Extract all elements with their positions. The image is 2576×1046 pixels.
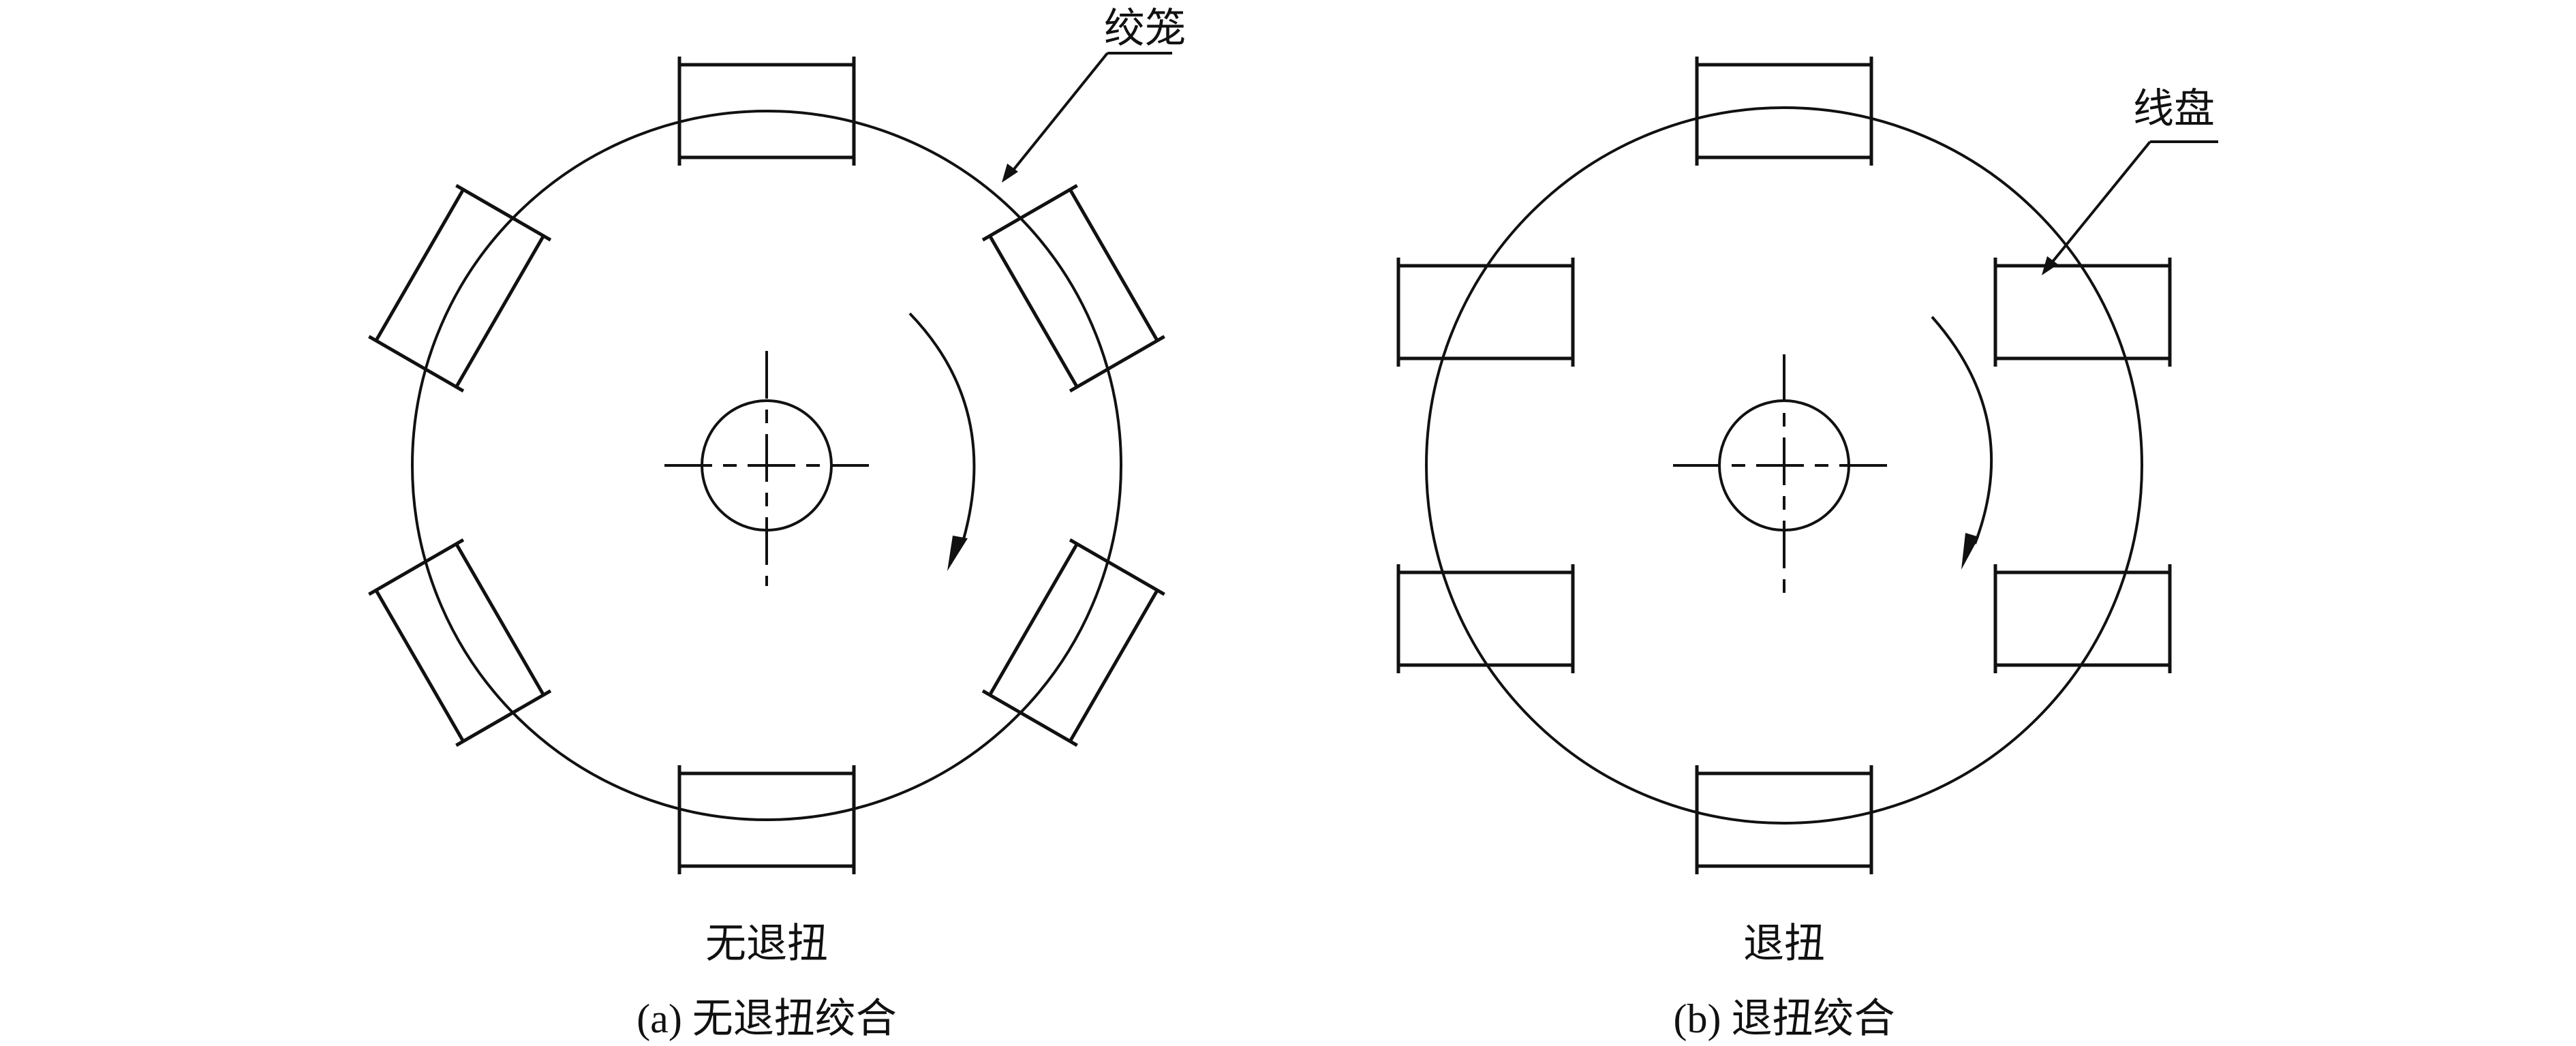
reel <box>981 538 1165 748</box>
reel <box>1993 564 2172 673</box>
reel <box>368 538 552 748</box>
annotation-label: 绞笼 <box>1104 6 1186 51</box>
state-label: 无退扭 <box>705 921 828 966</box>
rotation-arrow <box>1931 316 1993 544</box>
annotation-label: 线盘 <box>2133 87 2215 132</box>
reel <box>1695 765 1873 874</box>
reels-fixed <box>368 57 1165 874</box>
reel <box>1993 258 2172 367</box>
cage-circle <box>1425 106 2143 825</box>
reel <box>981 183 1165 393</box>
cage-circle <box>411 110 1122 821</box>
panel-a-no-back-twist: 绞笼 无退扭 (a) 无退扭绞合 <box>368 6 1186 1041</box>
reel <box>1695 57 1873 166</box>
caption: (b) 退扭绞合 <box>1674 996 1895 1041</box>
annotation-leader <box>1007 52 1172 177</box>
state-label: 退扭 <box>1743 921 1825 966</box>
annotation-arrowhead <box>2042 256 2058 275</box>
annotation-leader <box>2045 140 2218 271</box>
reel <box>1396 564 1575 673</box>
caption: (a) 无退扭绞合 <box>637 996 897 1041</box>
rotation-arrow <box>908 312 976 544</box>
reel <box>368 183 552 393</box>
center-crosshair <box>664 351 869 586</box>
rotation-arrowhead <box>1961 533 1979 570</box>
reel <box>677 765 856 874</box>
rotation-arrowhead <box>947 536 968 571</box>
center-crosshair <box>1673 354 1895 600</box>
reel <box>677 57 856 166</box>
panel-b-back-twist: 线盘 退扭 (b) 退扭绞合 <box>1396 57 2218 1041</box>
reel <box>1396 258 1575 367</box>
annotation-arrowhead <box>1002 164 1018 183</box>
reels-upright <box>1396 57 2172 874</box>
